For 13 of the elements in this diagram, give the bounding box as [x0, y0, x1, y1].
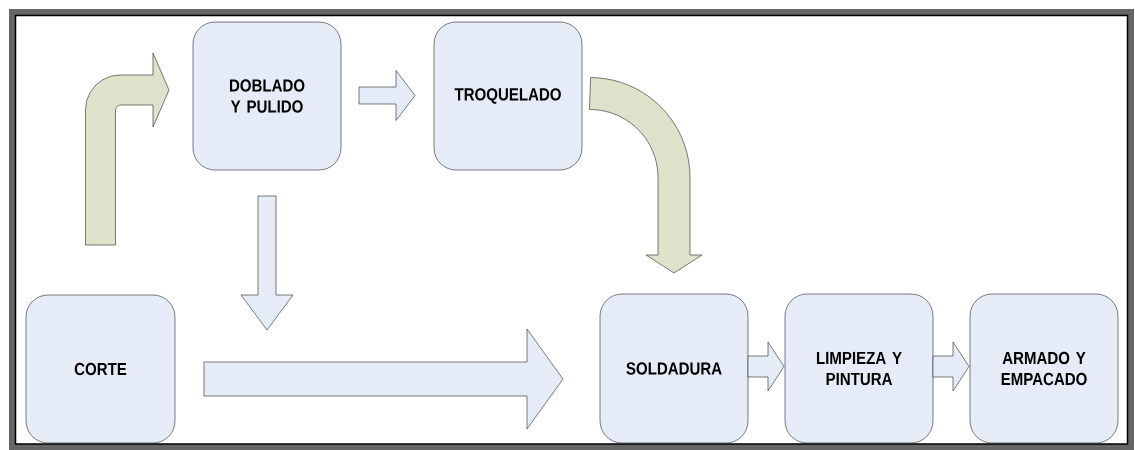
process-box: CORTE — [25, 294, 176, 444]
process-box: DOBLADO Y PULIDO — [192, 21, 342, 171]
block-arrow — [240, 195, 294, 331]
block-arrow — [358, 70, 416, 121]
process-box: TROQUELADO — [433, 21, 583, 171]
process-box: LIMPIEZA Y PINTURA — [784, 293, 934, 444]
block-arrow — [85, 52, 170, 246]
block-arrow — [589, 77, 703, 274]
block-arrow — [747, 341, 785, 392]
process-box: SOLDADURA — [599, 293, 749, 444]
block-arrow — [932, 341, 970, 392]
process-box: ARMADO Y EMPACADO — [969, 293, 1119, 444]
block-arrow — [203, 328, 564, 430]
